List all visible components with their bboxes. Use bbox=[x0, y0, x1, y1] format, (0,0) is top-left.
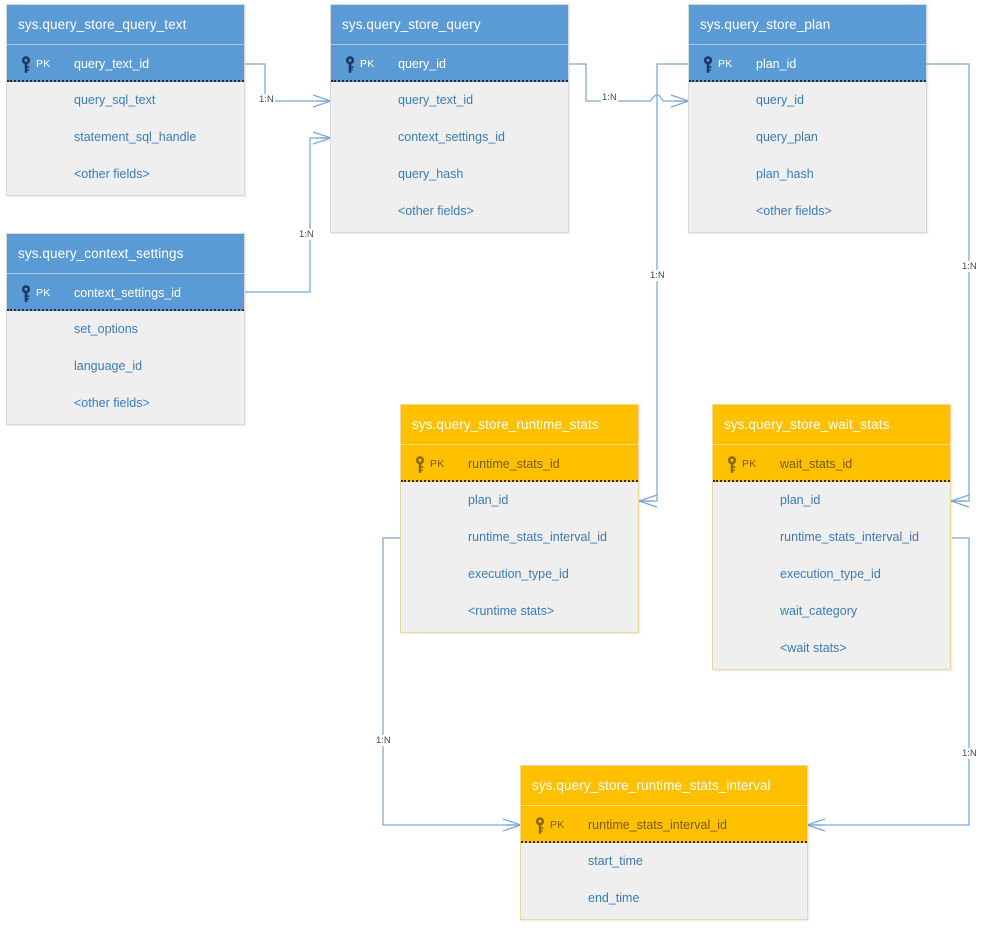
pk-field-name: context_settings_id bbox=[74, 286, 182, 300]
field-row: execution_type_id bbox=[468, 567, 569, 581]
pk-badge: PK bbox=[718, 58, 733, 70]
cardinality-label-interval-to-runtime-stats: 1:N bbox=[375, 735, 392, 746]
field-row: query_id bbox=[756, 93, 804, 107]
entity-title-query-store-runtime-stats-interval: sys.query_store_runtime_stats_interval bbox=[521, 766, 807, 805]
field-row: <other fields> bbox=[74, 396, 150, 410]
entity-pk-row-query-store-query[interactable]: PK query_id bbox=[331, 44, 568, 82]
entity-pk-row-query-store-wait-stats[interactable]: PK wait_stats_id bbox=[713, 444, 950, 482]
field-row: <other fields> bbox=[398, 204, 474, 218]
field-list: set_options language_id <other fields> bbox=[7, 311, 244, 432]
field-list: plan_id runtime_stats_interval_id execut… bbox=[401, 482, 638, 640]
key-icon bbox=[703, 56, 713, 73]
field-row: plan_id bbox=[780, 493, 821, 507]
entity-title-query-store-wait-stats: sys.query_store_wait_stats bbox=[713, 405, 950, 444]
key-icon bbox=[345, 56, 355, 73]
cardinality-label-context-settings-to-query: 1:N bbox=[298, 229, 315, 240]
key-icon bbox=[21, 285, 31, 302]
field-row: context_settings_id bbox=[398, 130, 506, 144]
pk-field-name: query_text_id bbox=[74, 57, 150, 71]
entity-title-query-store-plan: sys.query_store_plan bbox=[689, 5, 926, 44]
field-row: query_hash bbox=[398, 167, 464, 181]
field-row: <runtime stats> bbox=[468, 604, 555, 618]
key-icon bbox=[415, 456, 425, 473]
field-row: query_plan bbox=[756, 130, 818, 144]
relationship-query-to-plan bbox=[568, 63, 692, 108]
cardinality-label-plan-to-runtime-stats: 1:N bbox=[649, 270, 666, 281]
field-row: start_time bbox=[588, 854, 643, 868]
pk-field-name: runtime_stats_interval_id bbox=[588, 818, 727, 832]
pk-field-name: wait_stats_id bbox=[780, 457, 853, 471]
cardinality-label-query-text-to-query: 1:N bbox=[258, 94, 275, 105]
field-row: <wait stats> bbox=[780, 641, 847, 655]
cardinality-label-plan-to-wait-stats: 1:N bbox=[961, 261, 978, 272]
relationship-context-settings-to-query bbox=[245, 131, 334, 293]
key-icon bbox=[727, 456, 737, 473]
field-list: query_sql_text statement_sql_handle <oth… bbox=[7, 82, 244, 203]
relationship-plan-to-runtime-stats bbox=[636, 63, 688, 508]
pk-badge: PK bbox=[430, 458, 445, 470]
pk-badge: PK bbox=[550, 819, 565, 831]
pk-badge: PK bbox=[36, 58, 51, 70]
pk-badge: PK bbox=[36, 287, 51, 299]
field-row: end_time bbox=[588, 891, 640, 905]
field-row: execution_type_id bbox=[780, 567, 881, 581]
pk-field-name: runtime_stats_id bbox=[468, 457, 560, 471]
entity-pk-row-query-store-plan[interactable]: PK plan_id bbox=[689, 44, 926, 82]
field-row: runtime_stats_interval_id bbox=[780, 530, 919, 544]
pk-field-name: query_id bbox=[398, 57, 446, 71]
field-row: language_id bbox=[74, 359, 143, 373]
field-row: query_text_id bbox=[398, 93, 474, 107]
pk-badge: PK bbox=[360, 58, 375, 70]
field-row: set_options bbox=[74, 322, 138, 336]
field-list: plan_id runtime_stats_interval_id execut… bbox=[713, 482, 950, 677]
entity-pk-row-query-store-query-text[interactable]: PK query_text_id bbox=[7, 44, 244, 82]
field-row: statement_sql_handle bbox=[74, 130, 197, 144]
field-row: plan_hash bbox=[756, 167, 814, 181]
cardinality-label-query-to-plan: 1:N bbox=[601, 92, 618, 103]
key-icon bbox=[535, 817, 545, 834]
field-list: start_time end_time bbox=[521, 843, 807, 927]
field-row: wait_category bbox=[780, 604, 858, 618]
field-list: query_id query_plan plan_hash <other fie… bbox=[689, 82, 926, 240]
field-row: plan_id bbox=[468, 493, 509, 507]
entity-title-query-context-settings: sys.query_context_settings bbox=[7, 234, 244, 273]
entity-title-query-store-runtime-stats: sys.query_store_runtime_stats bbox=[401, 405, 638, 444]
cardinality-label-interval-to-wait-stats: 1:N bbox=[961, 748, 978, 759]
entity-title-query-store-query-text: sys.query_store_query_text bbox=[7, 5, 244, 44]
entity-title-query-store-query: sys.query_store_query bbox=[331, 5, 568, 44]
pk-badge: PK bbox=[742, 458, 757, 470]
field-list: query_text_id context_settings_id query_… bbox=[331, 82, 568, 240]
field-row: runtime_stats_interval_id bbox=[468, 530, 607, 544]
field-row: query_sql_text bbox=[74, 93, 156, 107]
entity-pk-row-query-store-runtime-stats-interval[interactable]: PK runtime_stats_interval_id bbox=[521, 805, 807, 843]
key-icon bbox=[21, 56, 31, 73]
field-row: <other fields> bbox=[756, 204, 832, 218]
field-row: <other fields> bbox=[74, 167, 150, 181]
entity-pk-row-query-store-runtime-stats[interactable]: PK runtime_stats_id bbox=[401, 444, 638, 482]
pk-field-name: plan_id bbox=[756, 57, 797, 71]
entity-pk-row-query-context-settings[interactable]: PK context_settings_id bbox=[7, 273, 244, 311]
